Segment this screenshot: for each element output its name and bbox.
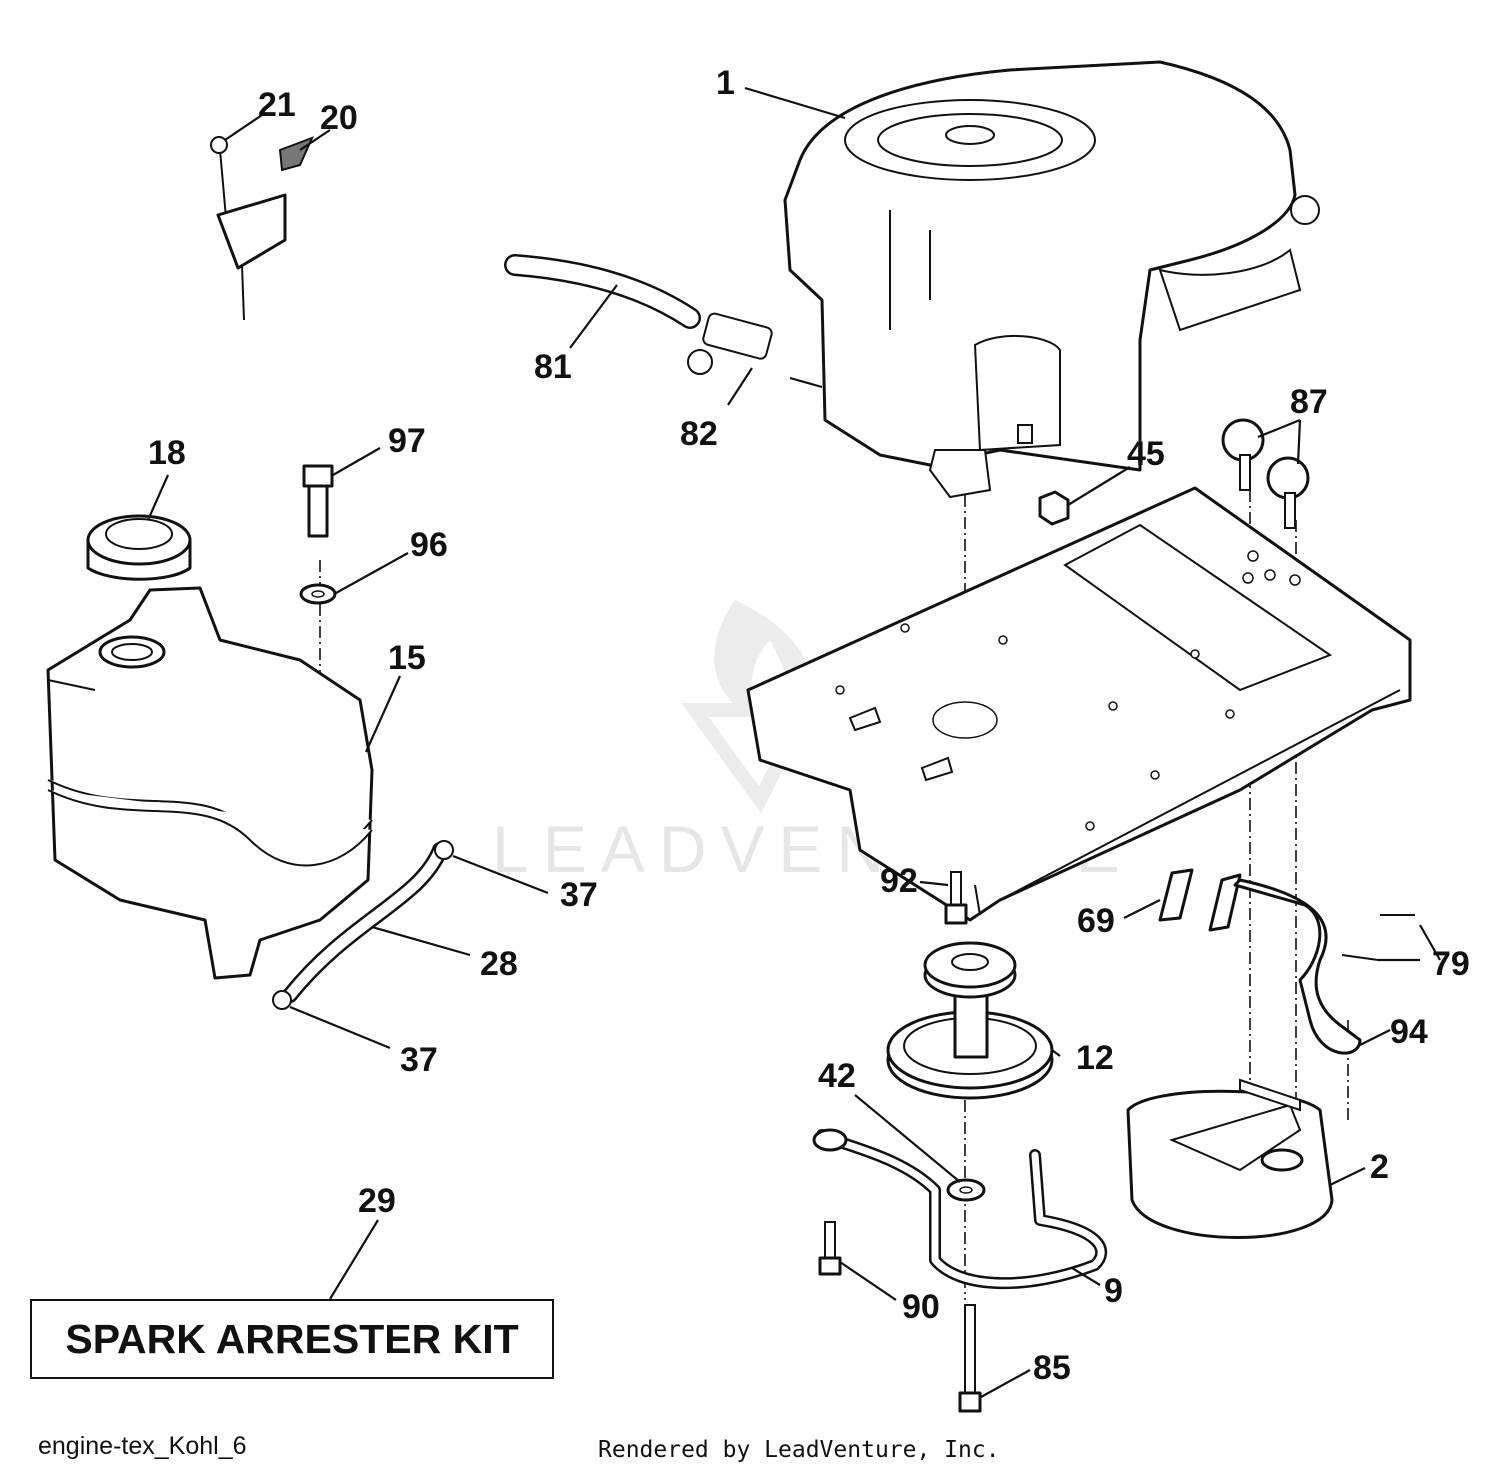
callout-37-bottom: 37 xyxy=(400,1041,438,1079)
callout-79: 79 xyxy=(1432,945,1470,983)
frame-plate xyxy=(746,486,1412,922)
callout-15: 15 xyxy=(388,639,426,677)
callout-labels: 1 21 20 81 82 18 97 96 15 87 45 37 28 37… xyxy=(148,64,1470,1387)
tank-bolt-and-washer xyxy=(299,464,337,605)
nut xyxy=(1038,490,1070,526)
callout-81: 81 xyxy=(534,348,572,386)
callout-9: 9 xyxy=(1104,1272,1123,1310)
engine-pulley xyxy=(886,941,1054,1100)
muffler xyxy=(1126,1078,1334,1239)
callout-69: 69 xyxy=(1077,902,1115,940)
spark-arrester-kit-label: SPARK ARRESTER KIT xyxy=(30,1299,554,1379)
callout-28: 28 xyxy=(480,945,518,983)
callout-90: 90 xyxy=(902,1288,940,1326)
callout-37-top: 37 xyxy=(560,876,598,914)
callout-82: 82 xyxy=(680,415,718,453)
frame-bolts xyxy=(1221,418,1310,529)
exhaust-pipe-assembly xyxy=(1158,868,1415,1055)
leader-lines xyxy=(146,86,1441,1398)
throttle-control xyxy=(210,136,314,321)
callout-29: 29 xyxy=(358,1182,396,1220)
fuel-tank xyxy=(46,586,374,980)
callout-85: 85 xyxy=(1033,1349,1071,1387)
muffler-bracket xyxy=(812,1128,1108,1413)
callout-20: 20 xyxy=(320,99,358,137)
diagram-id: engine-tex_Kohl_6 xyxy=(38,1432,247,1460)
callout-12: 12 xyxy=(1076,1039,1114,1077)
callout-18: 18 xyxy=(148,434,186,472)
callout-94: 94 xyxy=(1390,1013,1428,1051)
callout-2: 2 xyxy=(1370,1148,1389,1186)
callout-42: 42 xyxy=(818,1057,856,1095)
fuel-hose-and-clamps xyxy=(272,840,454,1010)
callout-96: 96 xyxy=(410,526,448,564)
fuel-cap xyxy=(86,514,192,581)
callout-21: 21 xyxy=(258,86,296,124)
rendered-by-credit: Rendered by LeadVenture, Inc. xyxy=(598,1437,1000,1463)
callout-45: 45 xyxy=(1127,435,1165,473)
pulley-bolt xyxy=(944,871,968,925)
callout-1: 1 xyxy=(716,64,735,102)
fuel-line-and-filter xyxy=(504,254,773,375)
callout-87: 87 xyxy=(1290,383,1328,421)
engine xyxy=(783,60,1320,499)
callout-92: 92 xyxy=(880,862,918,900)
callout-97: 97 xyxy=(388,422,426,460)
